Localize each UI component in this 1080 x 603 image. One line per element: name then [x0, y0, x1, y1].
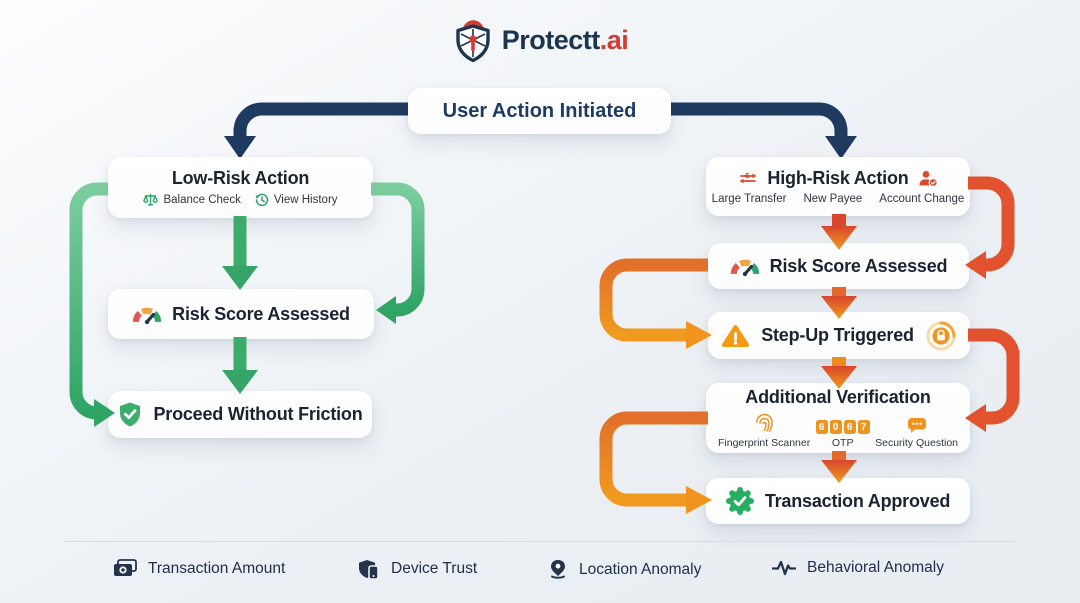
method-label: Security Question — [875, 437, 958, 449]
low-risk-item-label: Balance Check — [163, 194, 241, 206]
legend-label: Transaction Amount — [148, 559, 286, 577]
risk-score-label: Risk Score Assessed — [172, 303, 350, 324]
transfer-icon: $ — [738, 170, 758, 187]
chat-bubble-icon — [907, 416, 927, 434]
arrowhead-lowrisk — [224, 136, 256, 159]
node-user-action-initiated: User Action Initiated — [408, 88, 671, 134]
brand-name-suffix: .ai — [599, 24, 629, 55]
waveform-icon — [772, 559, 796, 577]
gauge-icon — [730, 256, 760, 277]
device-shield-icon — [358, 559, 380, 579]
low-risk-item-label: View History — [273, 194, 338, 206]
node-risk-score-assessed-high: Risk Score Assessed — [708, 243, 969, 289]
additional-title: Additional Verification — [745, 387, 931, 407]
node-low-risk-action: Low-Risk Action Balance Check — [108, 157, 373, 218]
node-proceed-without-friction: Proceed Without Friction — [108, 391, 372, 438]
otp-digit: 0 — [829, 420, 842, 434]
high-risk-item-label: Large Transfer — [711, 193, 787, 205]
node-high-risk-action: $ High-Risk Action Large Transfer New Pa… — [706, 157, 970, 216]
scales-icon — [143, 193, 159, 207]
risk-score-label: Risk Score Assessed — [769, 255, 948, 276]
legend-label: Device Trust — [391, 560, 478, 577]
brand-logo: Protectt.ai — [0, 16, 1080, 64]
root-title: User Action Initiated — [442, 99, 637, 122]
otp-digits: 6 0 6 7 — [815, 420, 870, 434]
verification-method-security-question: Security Question — [875, 416, 958, 449]
cash-icon — [112, 559, 137, 578]
arrow-root-to-highrisk — [670, 102, 848, 138]
high-risk-item-label: New Payee — [803, 193, 863, 205]
legend-location-anomaly: Location Anomaly — [548, 559, 701, 581]
low-risk-title: Low-Risk Action — [171, 168, 310, 188]
node-step-up-triggered: Step-Up Triggered — [708, 312, 970, 359]
legend-device-trust: Device Trust — [358, 559, 477, 579]
legend-behavioral-anomaly: Behavioral Anomaly — [772, 559, 944, 577]
stepup-label: Step-Up Triggered — [761, 325, 914, 345]
legend-label: Behavioral Anomaly — [807, 559, 944, 576]
legend-label: Location Anomaly — [579, 561, 702, 578]
warning-icon — [722, 324, 750, 348]
svg-text:$: $ — [746, 171, 751, 180]
history-icon — [255, 193, 269, 207]
verification-method-fingerprint: Fingerprint Scanner — [718, 413, 810, 449]
footer-divider — [65, 541, 1015, 542]
brand-name-main: Protectt — [501, 24, 601, 55]
method-label: Fingerprint Scanner — [718, 437, 811, 449]
fingerprint-icon — [754, 413, 775, 434]
arrowhead-highrisk — [825, 136, 857, 159]
otp-digit: 7 — [857, 420, 870, 434]
shield-check-icon — [117, 401, 143, 428]
otp-digit: 6 — [815, 420, 828, 434]
shield-lock-logo-icon — [452, 16, 494, 64]
approved-label: Transaction Approved — [764, 490, 951, 511]
node-additional-verification: Additional Verification Fingerprint Scan… — [706, 383, 970, 453]
lock-badge-icon — [926, 321, 956, 351]
badge-check-icon — [725, 487, 754, 515]
node-transaction-approved: Transaction Approved — [706, 478, 970, 524]
arrow-root-to-lowrisk — [233, 102, 410, 138]
verification-method-otp: 6 0 6 7 OTP — [815, 420, 870, 449]
method-label: OTP — [831, 437, 854, 449]
node-risk-score-assessed-low: Risk Score Assessed — [108, 289, 374, 339]
high-risk-item-label: Account Change — [879, 193, 965, 205]
user-check-icon — [918, 170, 938, 187]
otp-digit: 6 — [843, 420, 856, 434]
brand-name: Protectt.ai — [502, 25, 629, 56]
high-risk-title: High-Risk Action — [767, 168, 909, 188]
location-pin-icon — [548, 559, 568, 581]
gauge-icon — [132, 304, 162, 325]
proceed-label: Proceed Without Friction — [153, 404, 363, 424]
legend-transaction-amount: Transaction Amount — [112, 559, 285, 578]
